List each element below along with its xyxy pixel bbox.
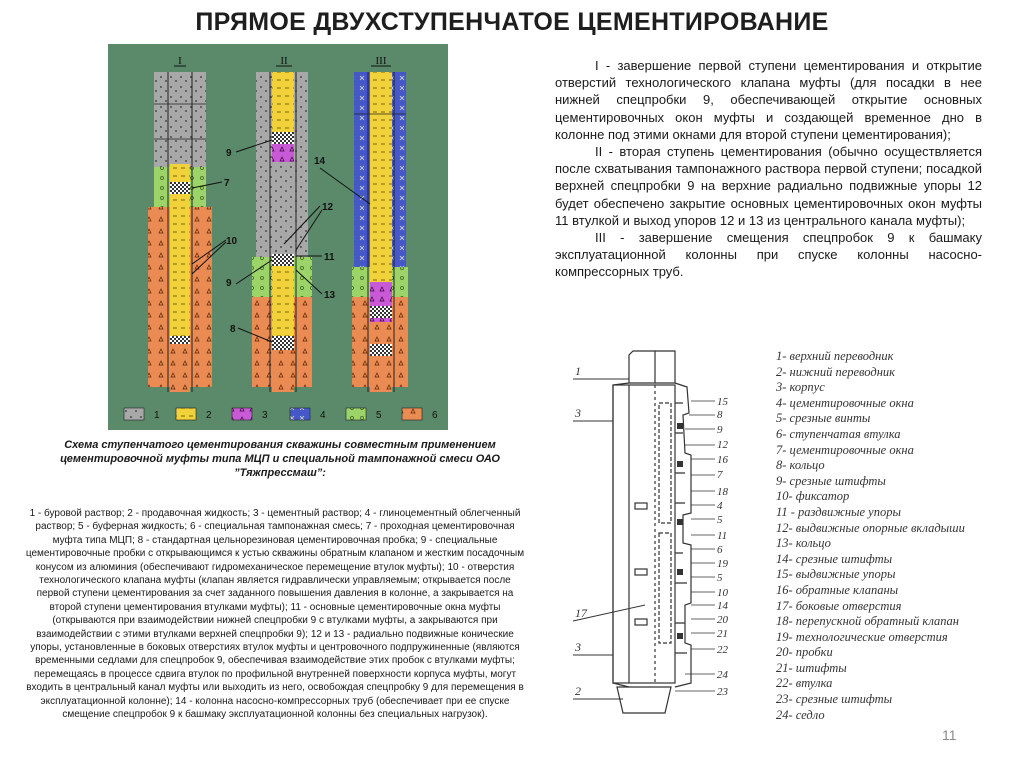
tool-label-19: 19 [717,558,729,570]
tool-label-23: 23 [717,686,729,698]
part-item-9: 9- срезные штифты [776,473,886,488]
tool-label-3-bottom: 3 [574,640,581,654]
part-item-13: 13- кольцо [776,536,831,551]
callout-12: 12 [322,202,334,213]
tool-label-11: 11 [717,530,727,542]
tool-label-24: 24 [717,669,729,681]
tool-label-5-top: 5 [717,514,723,526]
callout-9-top: 9 [226,148,232,159]
legend-number-4: 4 [320,410,326,421]
legend-swatch-6 [401,407,423,421]
coupling-tool-drawing: 1 3 17 3 2 15 8 9 12 16 7 18 4 5 11 6 19… [572,350,729,714]
tool-label-12: 12 [717,439,729,451]
tool-label-6: 6 [717,544,723,556]
diagram-legend: 1 2 3 4 5 6 [123,407,438,421]
legend-swatch-3 [231,407,253,421]
callout-11: 11 [324,252,335,263]
stages-description: I - завершение первой ступени цементиров… [555,57,982,281]
tool-label-15: 15 [717,396,729,408]
legend-swatch-2 [175,407,197,421]
part-item-19: 19- технологические отверстия [776,629,948,644]
well-stage-2 [252,72,312,392]
stage-3-description: III - завершение смещения спецпробок 9 к… [555,230,982,280]
part-item-16: 16- обратные клапаны [776,582,899,597]
part-item-15: 15- выдвижные упоры [776,567,896,582]
tool-label-20: 20 [717,614,729,626]
callout-13: 13 [324,290,336,301]
part-item-4: 4- цементировочные окна [776,395,914,410]
tool-label-8: 8 [717,409,723,421]
tool-label-4: 4 [717,500,723,512]
legend-description: 1 - буровой раствор; 2 - продавочная жид… [25,508,525,721]
tool-label-9: 9 [717,424,723,436]
legend-number-5: 5 [376,410,382,421]
callout-8: 8 [230,324,236,335]
part-item-10: 10- фиксатор [776,489,850,504]
tool-label-14: 14 [717,600,729,612]
part-item-8: 8- кольцо [776,458,825,473]
part-item-22: 22- втулка [776,676,833,691]
part-item-24: 24- седло [776,707,825,722]
part-item-18: 18- перепускной обратный клапан [776,614,959,629]
parts-list: 1- верхний переводник 2- нижний переводн… [776,349,965,723]
part-item-5: 5- срезные винты [776,411,871,426]
legend-swatch-4 [289,407,311,421]
stage-1-description: I - завершение первой ступени цементиров… [555,58,982,142]
tool-label-17: 17 [575,606,588,620]
part-item-21: 21- штифты [776,660,847,675]
tool-label-10: 10 [717,587,729,599]
callout-7: 7 [224,178,230,189]
stage-label-3: III [376,55,387,67]
legend-number-3: 3 [262,410,268,421]
tool-label-1: 1 [575,364,581,378]
part-item-12: 12- выдвижные опорные вкладыши [776,520,965,535]
part-item-6: 6- ступенчатая втулка [776,426,901,441]
diagram-caption: Схема ступенчатого цементирования скважи… [60,439,500,479]
tool-label-7: 7 [717,469,723,481]
part-item-20: 20- пробки [776,645,833,660]
callout-10: 10 [226,236,238,247]
legend-number-2: 2 [206,410,212,421]
tool-label-3-top: 3 [574,406,581,420]
stage-label-1: I [178,55,182,67]
tool-label-5-bottom: 5 [717,572,723,584]
cementing-scheme-diagram: I II III [108,44,448,430]
stage-2-description: II - вторая ступень цементирования (обыч… [555,144,982,228]
part-item-2: 2- нижний переводник [776,364,896,379]
part-item-14: 14- срезные штифты [776,551,893,566]
legend-swatch-5 [345,407,367,421]
tool-label-22: 22 [717,644,729,656]
well-stage-3 [352,72,408,392]
legend-swatch-1 [123,407,145,421]
part-item-1: 1- верхний переводник [776,349,894,363]
part-item-11: 11 - раздвижные упоры [776,504,901,519]
part-item-7: 7- цементировочные окна [776,442,914,457]
callout-14: 14 [314,156,326,167]
legend-number-1: 1 [154,410,160,421]
callout-9-bottom: 9 [226,278,232,289]
page-title: ПРЯМОЕ ДВУХСТУПЕНЧАТОЕ ЦЕМЕНТИРОВАНИЕ [195,8,829,36]
stage-label-2: II [280,55,288,67]
part-item-23: 23- срезные штифты [776,692,893,707]
tool-label-16: 16 [717,454,729,466]
legend-number-6: 6 [432,410,438,421]
tool-label-2: 2 [575,684,581,698]
well-stage-1 [148,72,212,392]
part-item-3: 3- корпус [776,380,825,395]
tool-label-18: 18 [717,486,729,498]
part-item-17: 17- боковые отверстия [776,598,902,613]
tool-label-21: 21 [717,628,728,640]
page-number: 11 [942,727,957,743]
